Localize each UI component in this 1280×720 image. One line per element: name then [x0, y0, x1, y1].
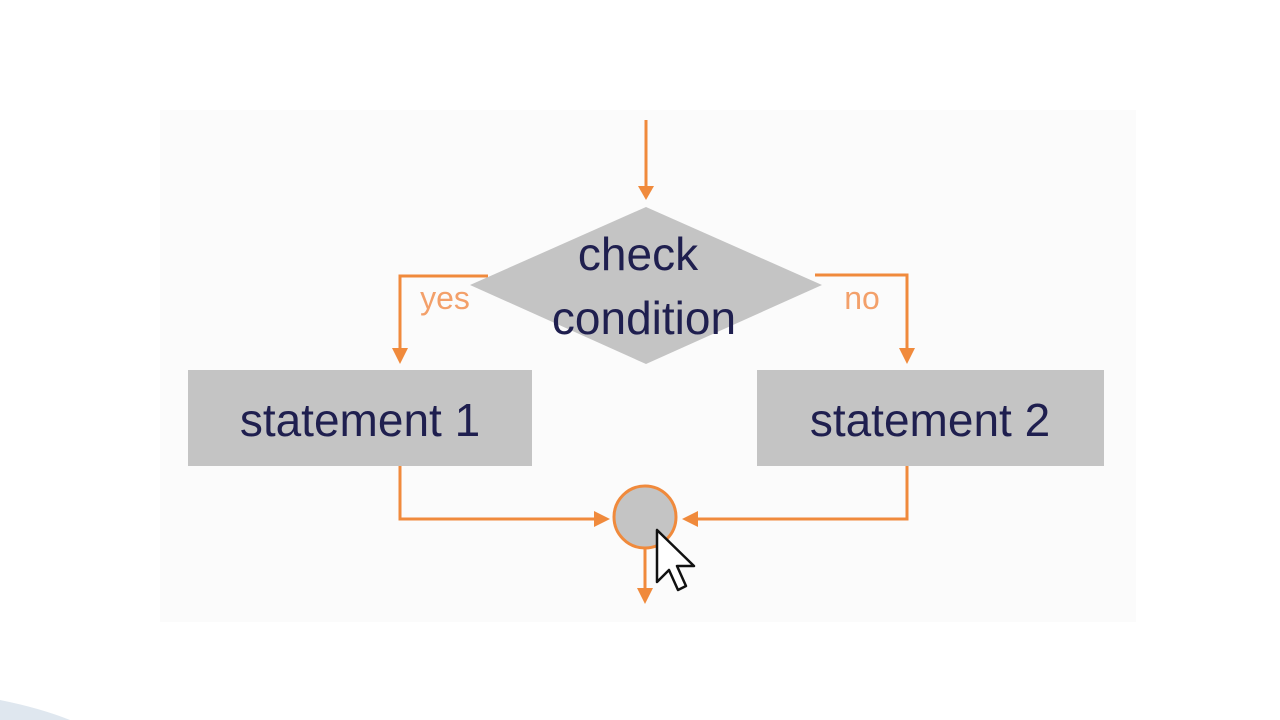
statement2-box [757, 370, 1104, 466]
statement1-box [188, 370, 532, 466]
yes-branch-line [398, 274, 488, 350]
yes-label: yes [420, 280, 470, 316]
no-label: no [844, 280, 880, 316]
exit-arrowhead [637, 588, 653, 604]
statement2-merge-arrowhead [682, 511, 698, 527]
decision-label-line2: condition [552, 292, 736, 344]
statement1-label: statement 1 [240, 394, 480, 446]
statement2-label: statement 2 [810, 394, 1050, 446]
no-branch-line [815, 273, 909, 350]
statement2-merge-line [696, 466, 909, 521]
decision-label-line1: check [578, 228, 699, 280]
statement1-merge-line [398, 466, 596, 521]
decision-diamond [470, 207, 822, 364]
entry-arrowhead [638, 186, 654, 200]
statement1-merge-arrowhead [594, 511, 610, 527]
no-branch-arrowhead [899, 348, 915, 364]
mouse-pointer-icon [655, 528, 696, 592]
yes-branch-arrowhead [392, 348, 408, 364]
